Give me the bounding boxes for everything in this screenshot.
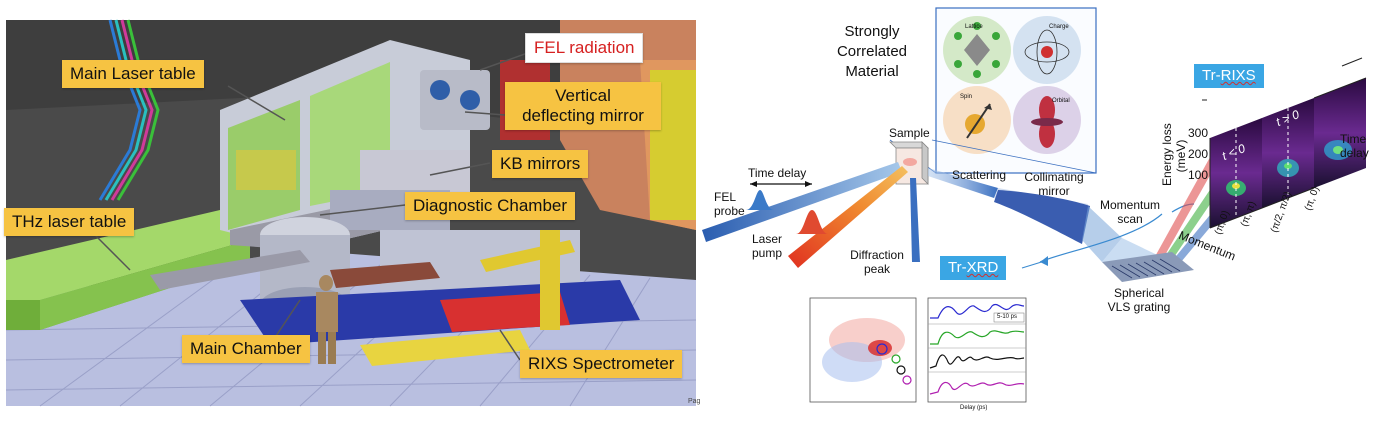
callout-fel-radiation-text: FEL radiation — [534, 38, 635, 57]
time-delay-right: Time delay — [1340, 132, 1369, 160]
time-delay-right-line2: delay — [1340, 146, 1369, 160]
instrument-rendering-panel: FEL radiation Main Laser table Vertical … — [4, 19, 701, 407]
trace-blue — [930, 304, 1025, 319]
order-spin: Spin — [960, 94, 973, 100]
fel-probe-beam — [702, 162, 902, 242]
fel-probe-label: FEL probe — [714, 190, 745, 218]
pump-pulse-icon — [796, 210, 828, 234]
energy-tick-300: 300 — [1188, 126, 1209, 140]
energy-loss-label: Energy loss (meV) — [1160, 123, 1188, 186]
lattice-icon — [964, 34, 990, 66]
page-mark: Pag — [688, 398, 701, 405]
trace-green — [930, 330, 1025, 345]
fel-probe-line1: FEL — [714, 190, 737, 204]
collimating-line2: mirror — [1038, 184, 1070, 198]
orbital-icon — [1039, 96, 1055, 124]
diffraction-beam — [910, 178, 920, 262]
laser-pump-label: Laser pump — [752, 232, 782, 260]
callout-rixs-spectrometer: RIXS Spectrometer — [520, 350, 683, 378]
diffraction-line2: peak — [863, 262, 891, 276]
tr-rixs-prefix: Tr- — [1202, 67, 1221, 84]
tr-rixs-tag: Tr-RIXS — [1194, 64, 1264, 88]
material-title-line1: Strongly — [844, 23, 900, 40]
momentum-scan-line1: Momentum — [1099, 198, 1161, 212]
vls-grating — [1102, 252, 1194, 282]
energy-tick-100: 100 — [1188, 168, 1209, 182]
tr-xrd-prefix: Tr- — [948, 259, 967, 276]
probe-pulse-icon — [746, 190, 774, 210]
momentum-scan-line2: scan — [1117, 212, 1143, 226]
energy-tick-200: 200 — [1188, 147, 1209, 161]
order-lattice: Lattice — [965, 24, 983, 30]
diffraction-label: Diffraction peak — [842, 248, 912, 276]
laser-pump-line2: pump — [752, 246, 783, 260]
material-title: Strongly Correlated Material — [822, 22, 922, 82]
callout-vertical-line1: Vertical — [555, 86, 611, 105]
callout-fel-radiation: FEL radiation — [525, 33, 644, 63]
material-title-line3: Material — [845, 63, 899, 80]
schematic-diagram — [702, 7, 1367, 403]
callout-kb-mirrors: KB mirrors — [492, 150, 589, 178]
material-title-line2: Correlated — [836, 43, 908, 60]
callout-main-chamber: Main Chamber — [182, 335, 310, 363]
scattering-label: Scattering — [952, 168, 1007, 182]
trace-black — [929, 354, 1025, 369]
callout-thz-laser-table-text: THz laser table — [12, 212, 127, 231]
collimating-mirror — [994, 190, 1090, 244]
momentum-scan-label: Momentum scan — [1090, 198, 1170, 226]
grating-label: Spherical VLS grating — [1094, 286, 1184, 314]
callout-thz-laser-table: THz laser table — [4, 208, 135, 236]
fel-probe-line2: probe — [714, 204, 745, 218]
tr-xrd-tag: Tr-XRD — [940, 256, 1007, 280]
callout-rixs-spectrometer-text: RIXS Spectrometer — [528, 354, 675, 373]
callout-diagnostic-chamber-text: Diagnostic Chamber — [413, 196, 568, 215]
energy-loss-line1: Energy loss — [1160, 123, 1174, 186]
order-charge: Charge — [1049, 24, 1069, 30]
tr-rixs-main: RIXS — [1220, 67, 1256, 84]
laser-pump-beam — [788, 166, 908, 268]
collimating-label: Collimating mirror — [1014, 170, 1094, 198]
tr-xrd-main: XRD — [966, 259, 999, 276]
diffraction-line1: Diffraction — [850, 248, 904, 262]
callout-main-laser-table: Main Laser table — [62, 60, 204, 88]
energy-loss-line2: (meV) — [1174, 139, 1188, 173]
schematic-panel: Strongly Correlated Material Lattice Cha… — [702, 0, 1382, 422]
grating-line1: Spherical — [1113, 286, 1165, 300]
inset-xlabel: Delay (ps) — [960, 405, 988, 411]
callout-vertical-line2: deflecting mirror — [522, 106, 644, 125]
time-delay-left: Time delay — [748, 166, 807, 180]
callout-vertical-deflecting-mirror: Vertical deflecting mirror — [505, 82, 661, 130]
callout-kb-mirrors-text: KB mirrors — [500, 154, 581, 173]
time-delay-right-line1: Time — [1340, 132, 1367, 146]
callout-diagnostic-chamber: Diagnostic Chamber — [405, 192, 576, 220]
order-orbital: Orbital — [1052, 98, 1070, 104]
callout-main-laser-table-text: Main Laser table — [70, 64, 196, 83]
grating-line2: VLS grating — [1107, 300, 1171, 314]
collimating-line1: Collimating — [1024, 170, 1084, 184]
trace-magenta — [929, 381, 1025, 395]
inset-annotation: 5-10 ps — [997, 314, 1018, 320]
sample-label: Sample — [889, 126, 930, 140]
charge-icon — [1041, 46, 1053, 58]
laser-pump-line1: Laser — [752, 232, 783, 246]
callout-main-chamber-text: Main Chamber — [190, 339, 302, 358]
